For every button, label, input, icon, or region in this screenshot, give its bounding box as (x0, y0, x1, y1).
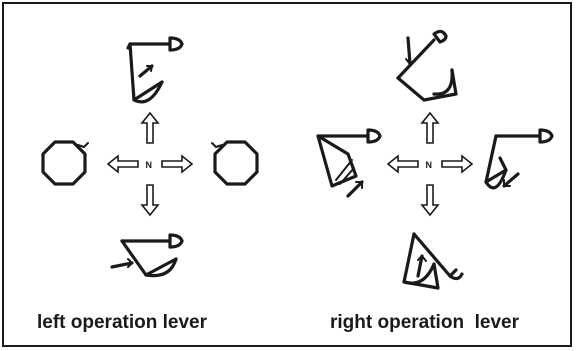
left-bottom-arm-icon (110, 233, 184, 278)
left-cross-arrows-icon: N (107, 112, 193, 216)
left-swing-left-icon (41, 140, 89, 186)
left-lever-caption: left operation lever (37, 312, 207, 333)
right-lever-caption: right operation lever (330, 312, 519, 333)
right-top-boom-icon (396, 29, 458, 102)
right-lever-group: N (316, 29, 554, 290)
left-lever-group: N (41, 36, 259, 278)
right-neutral-label: N (426, 160, 433, 170)
right-bottom-boom-icon (402, 232, 464, 290)
left-swing-right-icon (211, 140, 259, 186)
right-left-bucket-icon (316, 128, 382, 198)
left-top-arm-icon (126, 36, 184, 104)
diagram-frame (2, 2, 572, 347)
right-cross-arrows-icon: N (387, 112, 473, 216)
right-right-bucket-icon (484, 128, 554, 190)
left-neutral-label: N (146, 160, 153, 170)
